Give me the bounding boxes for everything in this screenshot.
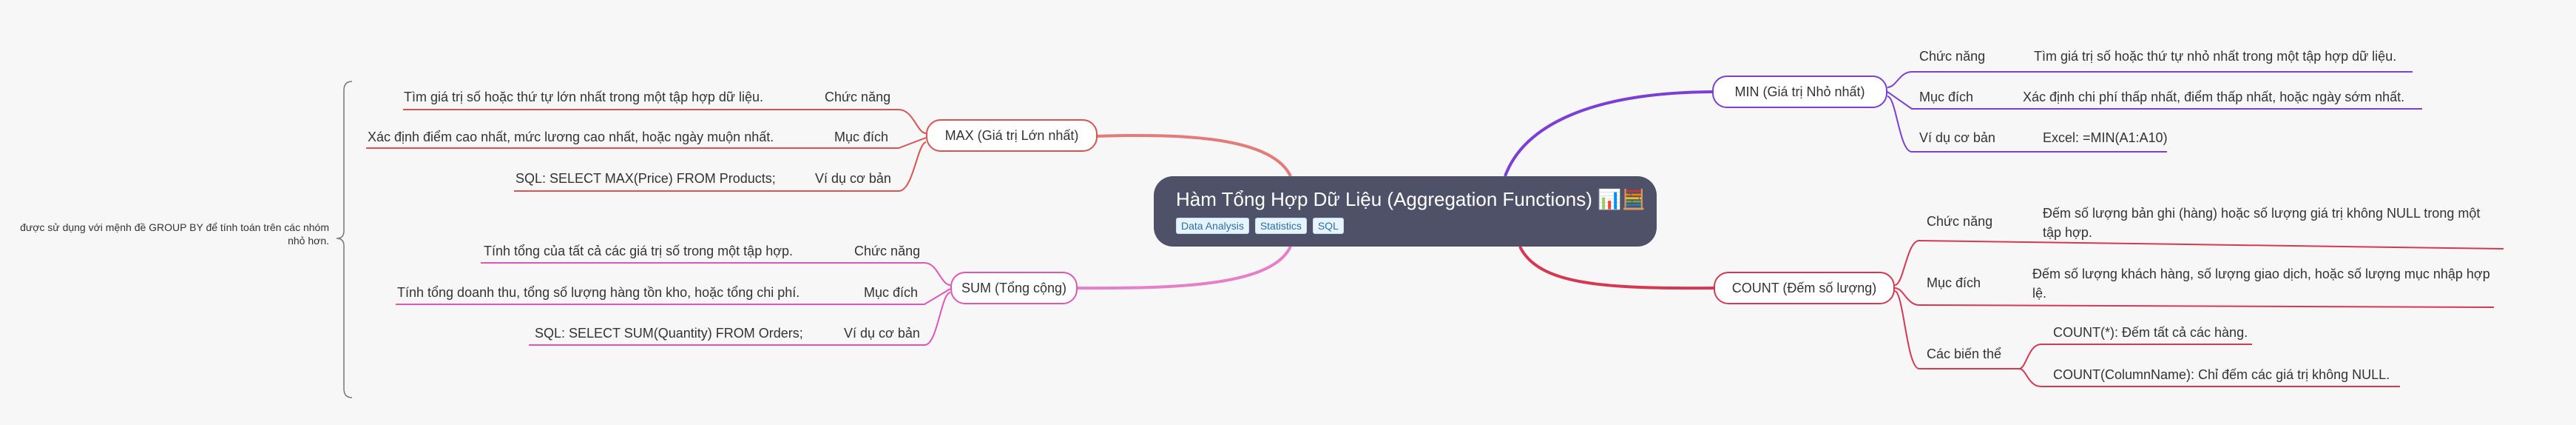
- max-value-purpose: Xác định điểm cao nhất, mức lương cao nh…: [368, 130, 774, 144]
- max-links: [366, 109, 927, 192]
- min-value-example: Excel: =MIN(A1:A10): [2043, 130, 2168, 145]
- topic-max[interactable]: MAX (Giá trị Lớn nhất): [926, 119, 1098, 152]
- min-label-example: Ví dụ cơ bản: [1919, 130, 1995, 145]
- topic-sum[interactable]: SUM (Tổng cộng): [950, 272, 1078, 304]
- count-value-purpose: Đếm số lượng khách hàng, số lượng giao d…: [2032, 267, 2490, 301]
- max-label-purpose: Mục đích: [834, 130, 889, 144]
- min-value-purpose: Xác định chi phí thấp nhất, điểm thấp nh…: [2023, 90, 2405, 104]
- min-label-function: Chức năng: [1919, 49, 1986, 64]
- min-label-purpose: Mục đích: [1919, 90, 1974, 104]
- sum-value-purpose: Tính tổng doanh thu, tổng số lượng hàng …: [397, 285, 800, 300]
- count-label-function: Chức năng: [1927, 214, 1993, 229]
- link-root-min: [1504, 90, 1713, 177]
- max-value-function: Tìm giá trị số hoặc thứ tự lớn nhất tron…: [404, 90, 763, 104]
- sum-value-function: Tính tổng của tất cả các giá trị số tron…: [484, 244, 794, 258]
- chart-abacus-icon: 📊🧮: [1598, 188, 1646, 210]
- count-variant-all: COUNT(*): Đếm tất cả các hàng.: [2053, 325, 2248, 340]
- group-by-note: được sử dụng với mệnh đề GROUP BY để tín…: [20, 221, 329, 247]
- count-links: [1894, 239, 2504, 387]
- root-title: Hàm Tổng Hợp Dữ Liệu (Aggregation Functi…: [1176, 187, 1646, 212]
- count-value-function: Đếm số lượng bản ghi (hàng) hoặc số lượn…: [2043, 206, 2481, 240]
- max-label-example: Ví dụ cơ bản: [815, 171, 891, 186]
- topic-count[interactable]: COUNT (Đếm số lượng): [1714, 272, 1895, 304]
- sum-label-purpose: Mục đích: [864, 285, 919, 300]
- root-topic[interactable]: Hàm Tổng Hợp Dữ Liệu (Aggregation Functi…: [1154, 176, 1657, 247]
- count-label-variants: Các biến thể: [1927, 347, 2002, 361]
- min-value-function: Tìm giá trị số hoặc thứ tự nhỏ nhất tron…: [2034, 49, 2397, 64]
- sum-label-function: Chức năng: [854, 244, 921, 258]
- tag-sql[interactable]: SQL: [1312, 218, 1344, 234]
- max-label-function: Chức năng: [825, 90, 891, 104]
- tag-data-analysis[interactable]: Data Analysis: [1176, 218, 1249, 234]
- topic-min[interactable]: MIN (Giá trị Nhỏ nhất): [1712, 76, 1887, 108]
- min-links: [1887, 71, 2422, 153]
- count-variant-column: COUNT(ColumnName): Chỉ đếm các giá trị k…: [2053, 367, 2390, 382]
- root-title-text: Hàm Tổng Hợp Dữ Liệu (Aggregation Functi…: [1176, 188, 1592, 210]
- link-root-sum: [1075, 246, 1292, 290]
- link-root-max: [1095, 133, 1292, 177]
- link-root-count: [1518, 246, 1714, 290]
- sum-label-example: Ví dụ cơ bản: [844, 326, 920, 341]
- max-value-example: SQL: SELECT MAX(Price) FROM Products;: [515, 171, 776, 186]
- tag-statistics[interactable]: Statistics: [1254, 218, 1307, 234]
- sum-links: [396, 262, 951, 346]
- count-label-purpose: Mục đích: [1927, 275, 1981, 290]
- note-bracket: [336, 81, 353, 398]
- sum-value-example: SQL: SELECT SUM(Quantity) FROM Orders;: [535, 326, 803, 341]
